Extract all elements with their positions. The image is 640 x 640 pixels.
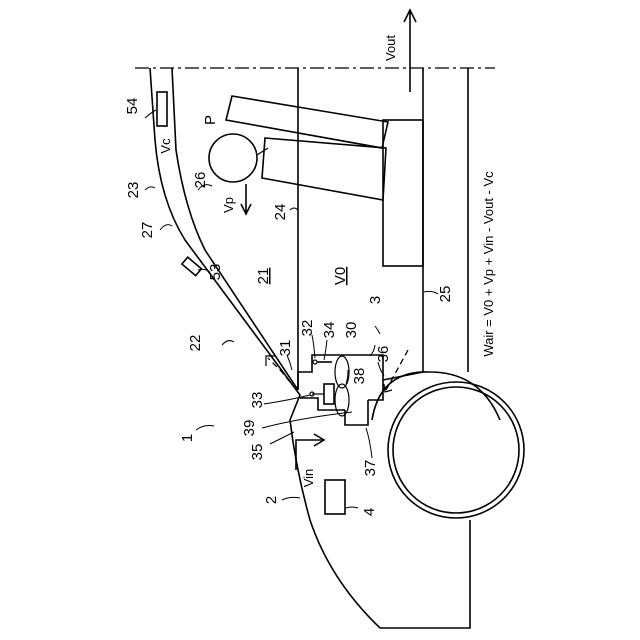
unit-block (262, 138, 386, 200)
component-54 (157, 92, 167, 126)
label-38: 38 (351, 368, 368, 385)
label-53: 53 (207, 264, 224, 281)
leader-4 (346, 507, 358, 508)
label-Vin: Vin (301, 469, 316, 488)
leader-2 (282, 497, 300, 500)
label-21: 21 (255, 268, 272, 285)
leader-24 (290, 208, 298, 210)
label-Vp: Vp (221, 197, 236, 213)
label-3: 3 (367, 296, 384, 304)
label-26: 26 (192, 172, 209, 189)
label-27: 27 (139, 222, 156, 239)
leader-33 (264, 395, 310, 404)
outer-body-line (150, 68, 380, 628)
label-39: 39 (241, 420, 258, 437)
bottom-body-line (380, 520, 470, 628)
leader-37 (366, 428, 372, 458)
label-35: 35 (249, 444, 266, 461)
duct-33 (300, 398, 345, 410)
vin-arrow (296, 440, 322, 470)
label-Vc: Vc (158, 138, 173, 154)
vout-label: Vout (383, 35, 398, 61)
label-V0: V0 (332, 267, 349, 285)
label-22: 22 (187, 335, 204, 352)
label-2: 2 (263, 496, 280, 504)
label-36: 36 (375, 346, 392, 363)
unit-bar-top (226, 96, 388, 148)
component-P (209, 134, 257, 182)
label-P: P (202, 115, 219, 125)
wheel-outer (388, 382, 524, 518)
component-4 (325, 480, 345, 514)
fan-blade-upper (335, 356, 349, 388)
fan-blade-lower (335, 384, 349, 416)
equation: Wair = V0 + Vp + Vin - Vout - Vc (481, 171, 496, 357)
label-4: 4 (361, 508, 378, 516)
label-25: 25 (437, 286, 454, 303)
leader-34 (324, 340, 327, 360)
leader-27 (160, 225, 172, 230)
label-34: 34 (321, 322, 338, 339)
leader-23 (145, 187, 155, 190)
leader-25 (424, 291, 438, 294)
leader-3 (375, 326, 380, 334)
label-31: 31 (277, 340, 294, 357)
leader-35 (270, 432, 294, 444)
label-32: 32 (299, 320, 316, 337)
fan-motor (324, 384, 334, 404)
P-connector (257, 148, 268, 155)
label-33: 33 (249, 392, 266, 409)
leader-22 (222, 341, 234, 345)
unit-column (383, 120, 423, 266)
component-53 (182, 257, 202, 275)
label-24: 24 (272, 204, 289, 221)
shutter-pivot (313, 360, 317, 364)
wheel-inner (393, 387, 519, 513)
label-30: 30 (343, 322, 360, 339)
leader-1 (196, 426, 214, 431)
label-37: 37 (362, 460, 379, 477)
label-54: 54 (124, 98, 141, 115)
label-23: 23 (125, 182, 142, 199)
leader-54 (145, 110, 156, 118)
label-1: 1 (179, 434, 196, 442)
